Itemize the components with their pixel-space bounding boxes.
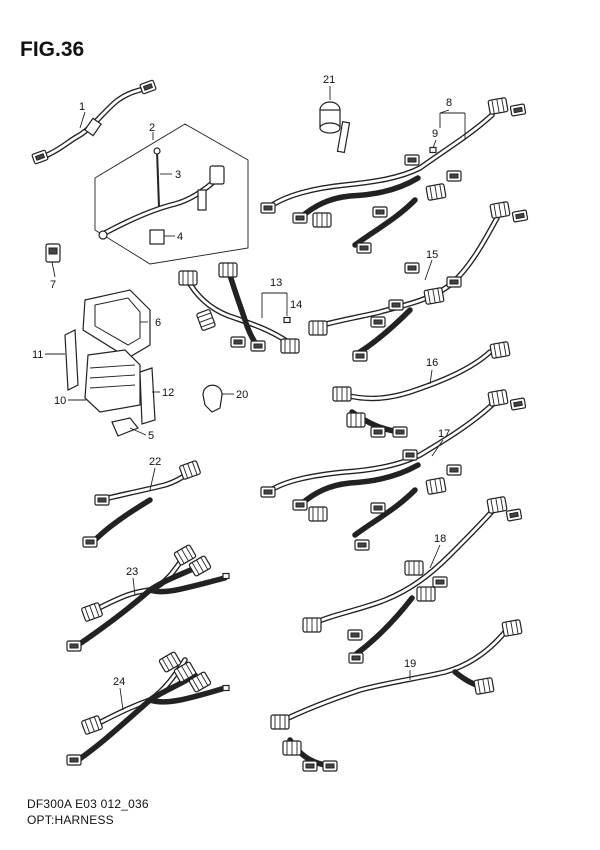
figure-title: FIG.36 <box>20 38 85 61</box>
callout-labels: 1 2 3 4 5 6 7 8 9 10 11 12 13 14 15 16 1… <box>32 74 452 688</box>
part-18-harness <box>302 495 523 664</box>
callout-6: 6 <box>155 317 161 329</box>
callout-16: 16 <box>426 357 438 369</box>
leader-lines <box>45 86 466 711</box>
part-21-cap <box>319 101 351 154</box>
callout-19: 19 <box>404 658 416 670</box>
part-2-group <box>94 123 249 265</box>
diagram-code: DF300A E03 012_036 <box>27 797 149 811</box>
part-19-harness <box>270 618 523 772</box>
callout-10: 10 <box>54 395 66 407</box>
callout-23: 23 <box>126 566 138 578</box>
part-23-harness <box>66 543 230 652</box>
part-17-harness <box>260 388 527 551</box>
control-unit-group <box>64 289 156 437</box>
callout-2: 2 <box>149 122 155 134</box>
callout-18: 18 <box>434 533 446 545</box>
part-1-harness <box>31 79 157 165</box>
callout-9: 9 <box>432 128 438 140</box>
callout-22: 22 <box>149 456 161 468</box>
callout-15: 15 <box>426 249 438 261</box>
callout-12: 12 <box>162 387 174 399</box>
callout-7: 7 <box>50 279 56 291</box>
callout-14: 14 <box>290 299 302 311</box>
callout-17: 17 <box>438 428 450 440</box>
callout-20: 20 <box>236 389 248 401</box>
callout-5: 5 <box>148 430 154 442</box>
callout-1: 1 <box>79 101 85 113</box>
callout-4: 4 <box>177 231 183 243</box>
callout-8: 8 <box>446 97 452 109</box>
part-7-connector <box>45 243 61 263</box>
callout-11: 11 <box>32 349 43 361</box>
callout-21: 21 <box>323 74 335 86</box>
part-24-harness <box>66 650 230 766</box>
part-15-harness <box>308 200 529 362</box>
part-20-clamp <box>202 384 223 413</box>
diagram-caption: OPT:HARNESS <box>27 813 114 827</box>
part-8-harness <box>260 96 527 254</box>
callout-24: 24 <box>113 676 125 688</box>
part-16-harness <box>332 340 511 438</box>
part-22-harness <box>82 459 202 548</box>
part-13-harness <box>178 262 300 354</box>
callout-3: 3 <box>175 169 181 181</box>
callout-13: 13 <box>270 277 282 289</box>
